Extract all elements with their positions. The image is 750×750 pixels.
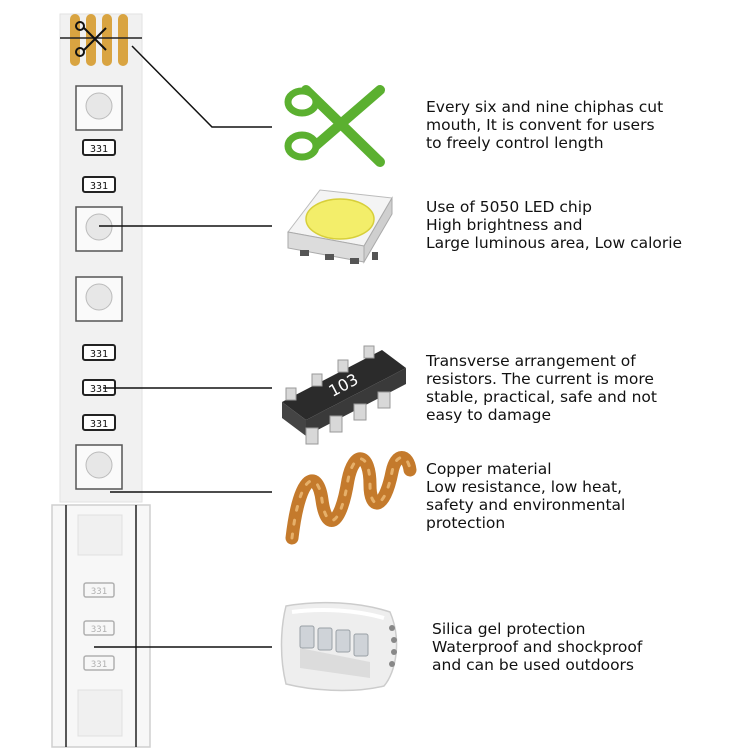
- resistor: 331: [82, 139, 116, 156]
- copper-coil-icon: [285, 451, 417, 545]
- feature-cut-text: Every six and nine chiphas cut mouth, It…: [426, 98, 664, 152]
- led-strip: 331 331 331 331 331: [59, 13, 143, 503]
- resistor-code: 331: [91, 625, 107, 635]
- feature-silica-text: Silica gel protection Waterproof and sho…: [432, 620, 643, 674]
- resistor-code: 331: [90, 181, 108, 192]
- led-chip: [75, 85, 123, 131]
- feature-copper-text: Copper material Low resistance, low heat…: [426, 460, 626, 532]
- led-chip: [75, 444, 123, 490]
- resistor: 331: [82, 344, 116, 361]
- resistor-code: 331: [90, 144, 108, 155]
- resistor-code: 331: [90, 349, 108, 360]
- resistor-code: 331: [90, 384, 108, 395]
- small-scissors-icon: [75, 21, 107, 57]
- led-chip: [75, 206, 123, 252]
- silica-gel-tube-icon: [280, 601, 398, 692]
- resistor: 331: [82, 414, 116, 431]
- connector-lines: [94, 45, 272, 648]
- resistor: 331: [82, 176, 116, 193]
- scissors-icon: [284, 85, 385, 167]
- resistor-code: 331: [90, 419, 108, 430]
- led-chip: [75, 276, 123, 322]
- led-chip-icon: [287, 189, 393, 264]
- resistor-code: 331: [91, 587, 107, 597]
- silicone-strip: 331 331 331: [51, 504, 151, 748]
- feature-led-chip-text: Use of 5050 LED chip High brightness and…: [426, 198, 683, 252]
- solder-pads: [70, 14, 128, 66]
- resistor-array-icon: 103: [282, 345, 406, 445]
- feature-resistor-text: Transverse arrangement of resistors. The…: [426, 352, 657, 424]
- resistor-code: 331: [91, 660, 107, 670]
